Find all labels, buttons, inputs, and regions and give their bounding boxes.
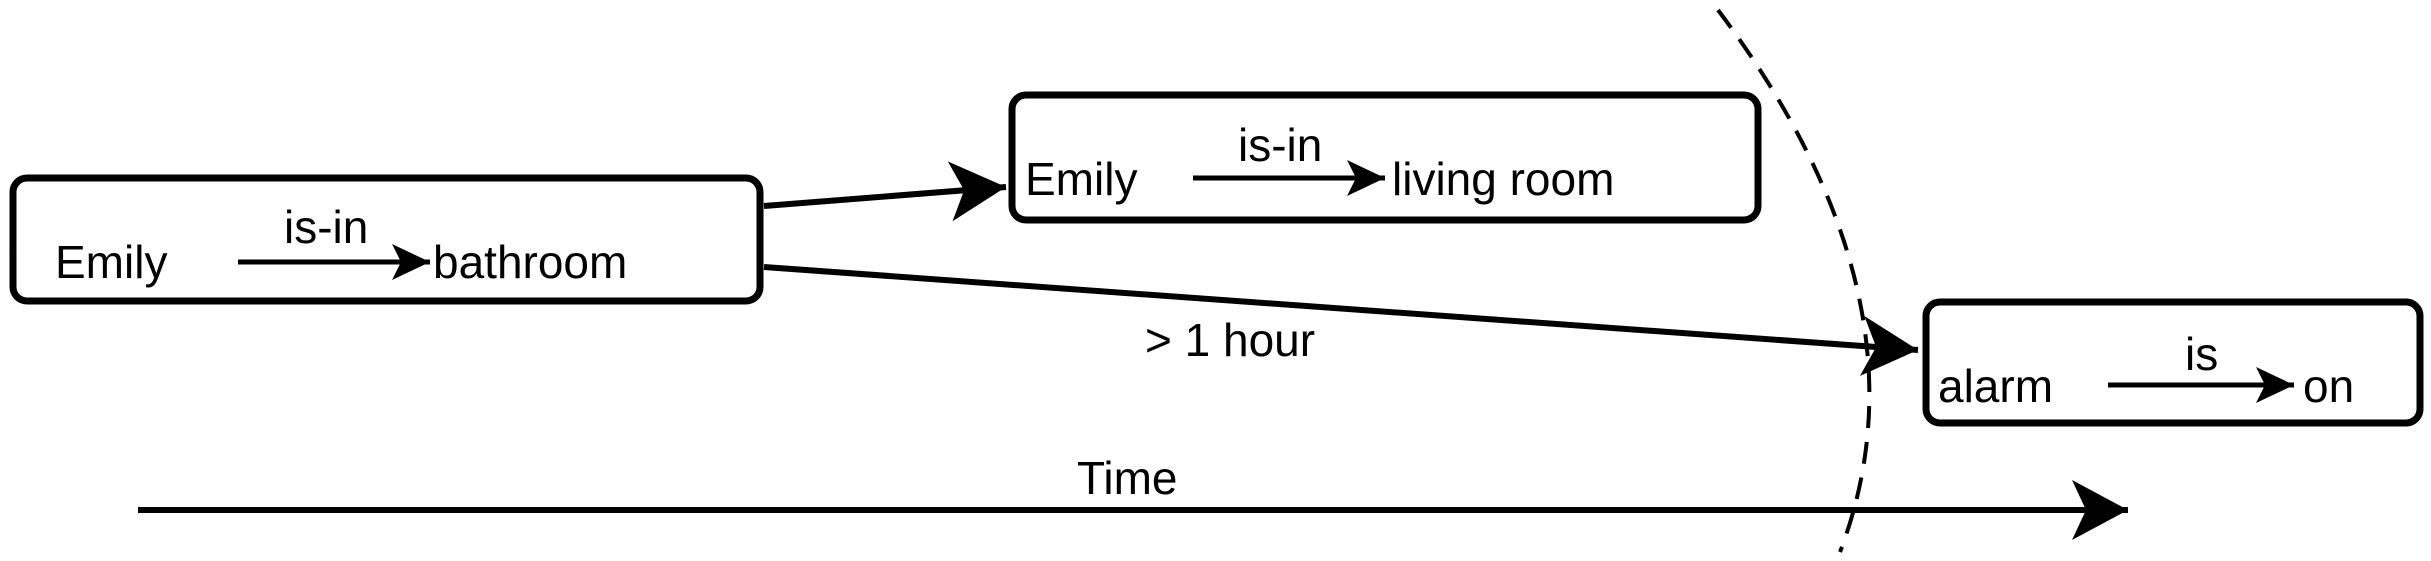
node-2-subject: Emily [1025,153,1137,205]
node-3-subject: alarm [1938,360,2053,412]
time-axis-label: Time [1077,452,1178,504]
node-3-relation: is [2185,328,2218,380]
event-node-2-box [1008,91,1762,224]
edge-label-duration: > 1 hour [1145,314,1315,366]
edge-node-1-to-node-3 [763,264,1919,376]
event-node-1-box [9,174,764,305]
edge-node-1-to-node-2 [763,161,1007,222]
event-node-3: alarm is on [1922,298,2424,427]
node-1-subject: Emily [55,236,167,288]
event-node-2: Emily is-in living room [1008,91,1762,224]
node-2-relation: is-in [1238,119,1322,171]
node-3-object: on [2303,360,2354,412]
event-node-3-box [1922,298,2424,427]
event-node-1: Emily is-in bathroom [9,174,764,305]
node-1-object: bathroom [433,236,627,288]
time-boundary-dashed-curve [1716,8,1872,553]
node-2-object: living room [1392,153,1614,205]
node-1-relation: is-in [284,201,368,253]
